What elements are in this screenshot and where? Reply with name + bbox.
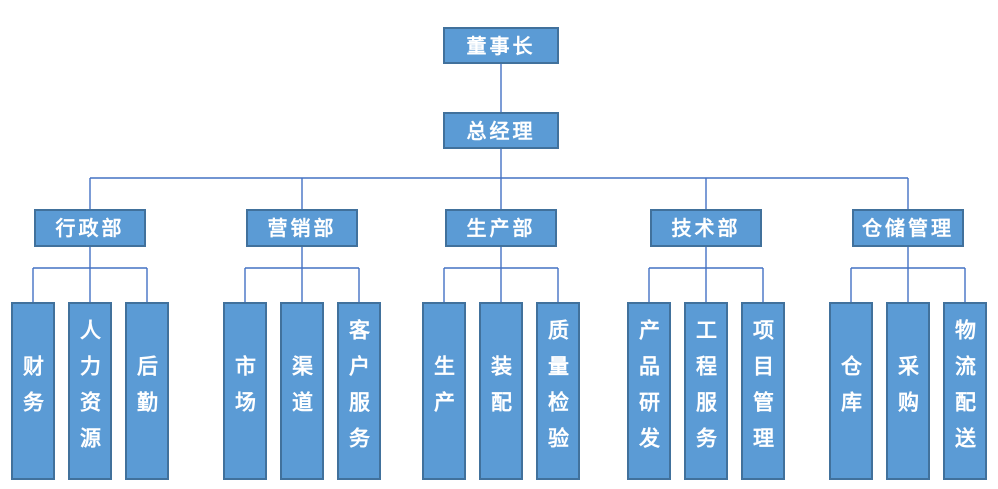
org-node-sub-procurement: 采购	[886, 302, 930, 480]
org-node-label: 产品研发	[636, 319, 662, 463]
org-node-label: 质量检验	[545, 319, 571, 463]
org-node-label: 人力资源	[77, 319, 103, 463]
org-node-sub-logistics-distribution: 物流配送	[943, 302, 987, 480]
org-node-label: 项目管理	[750, 319, 776, 463]
org-node-sub-logistics-support: 后勤	[125, 302, 169, 480]
org-node-sub-engineering-service: 工程服务	[684, 302, 728, 480]
org-node-sub-warehouse: 仓库	[829, 302, 873, 480]
org-node-sub-channel: 渠道	[280, 302, 324, 480]
org-node-sub-finance: 财务	[11, 302, 55, 480]
org-node-department-production: 生产部	[445, 209, 557, 247]
org-node-label: 市场	[232, 355, 258, 427]
org-node-department-marketing: 营销部	[246, 209, 358, 247]
org-node-label: 后勤	[134, 355, 160, 427]
org-node-label: 采购	[895, 355, 921, 427]
org-node-sub-quality-inspection: 质量检验	[536, 302, 580, 480]
org-node-general-manager: 总经理	[443, 112, 559, 149]
org-node-department-warehouse: 仓储管理	[852, 209, 964, 247]
org-node-department-technology: 技术部	[650, 209, 762, 247]
org-node-label: 仓库	[838, 355, 864, 427]
org-node-label: 客户服务	[346, 319, 372, 463]
org-node-label: 财务	[20, 355, 46, 427]
org-node-label: 渠道	[289, 355, 315, 427]
org-node-sub-customer-service: 客户服务	[337, 302, 381, 480]
org-node-label: 物流配送	[952, 319, 978, 463]
org-node-sub-assembly: 装配	[479, 302, 523, 480]
org-node-sub-production: 生产	[422, 302, 466, 480]
org-node-sub-market: 市场	[223, 302, 267, 480]
org-node-sub-project-management: 项目管理	[741, 302, 785, 480]
org-node-department-admin: 行政部	[34, 209, 146, 247]
org-node-sub-product-rd: 产品研发	[627, 302, 671, 480]
org-node-label: 生产	[431, 355, 457, 427]
org-node-chairman: 董事长	[443, 27, 559, 64]
org-node-sub-hr: 人力资源	[68, 302, 112, 480]
org-node-label: 装配	[488, 355, 514, 427]
org-node-label: 工程服务	[693, 319, 719, 463]
